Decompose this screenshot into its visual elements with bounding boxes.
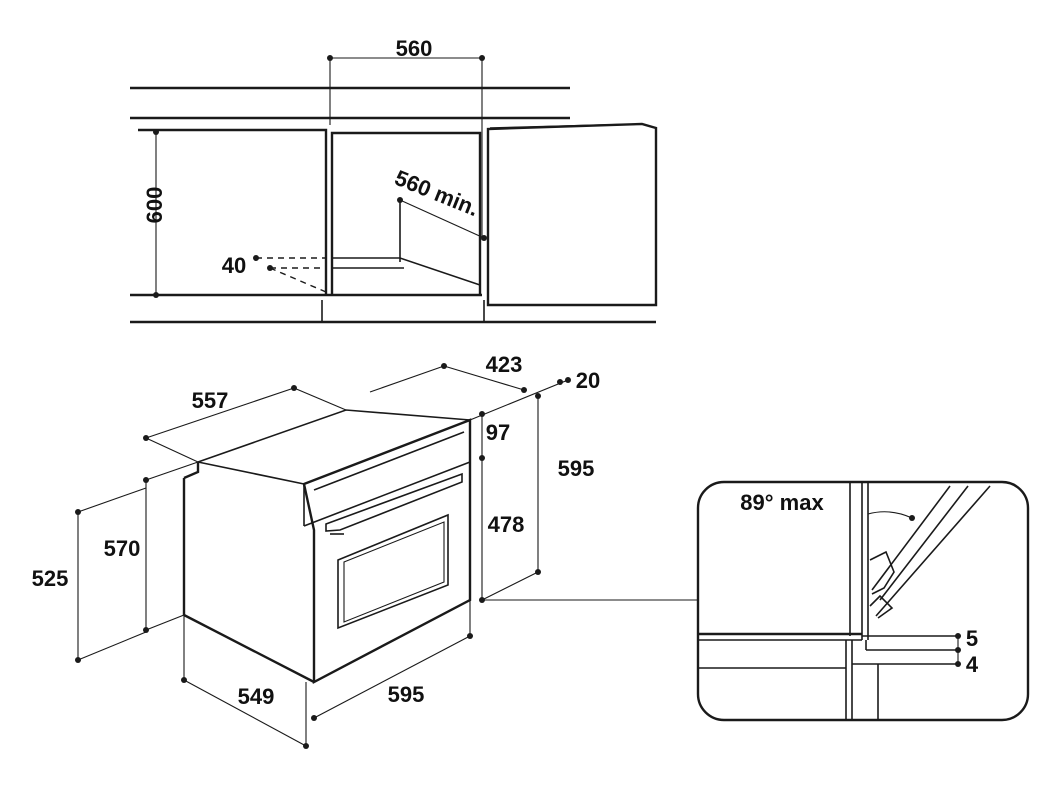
oven-top-front-edge	[197, 461, 305, 485]
dimension-line-423	[443, 365, 525, 391]
depth-549-label: 549	[238, 684, 275, 709]
dimension-dot	[291, 385, 297, 391]
dimension-dot	[481, 235, 487, 241]
oven-window	[337, 513, 449, 630]
dimension-dot	[909, 515, 915, 521]
dimension-dot	[441, 363, 447, 369]
dimension-dot	[397, 197, 403, 203]
dimension-dot	[479, 455, 485, 461]
dimension-dot	[955, 661, 961, 667]
dimension-line-595-width	[313, 635, 471, 719]
left-cabinet	[138, 128, 328, 295]
dimension-dot	[153, 129, 159, 135]
dimension-dot	[535, 569, 541, 575]
side-570-label: 570	[104, 536, 141, 561]
dimension-line-20	[469, 379, 569, 421]
door-detail-view: 89° max 5 4	[696, 480, 1030, 722]
angle-89-label: 89° max	[740, 490, 824, 515]
depth-423-label: 423	[486, 352, 523, 377]
oven-window-inner	[343, 521, 445, 623]
door-handle	[325, 472, 463, 532]
dimension-dot	[955, 647, 961, 653]
extension-line	[145, 461, 199, 481]
dimension-dot	[311, 715, 317, 721]
dimension-dot	[521, 387, 527, 393]
open-door-edge	[871, 485, 951, 591]
dimension-dot	[479, 55, 485, 61]
dimension-dot	[153, 292, 159, 298]
dimension-dot	[467, 633, 473, 639]
extension-line	[145, 614, 185, 631]
height-600-label: 600	[142, 187, 167, 224]
dimension-line-560-min	[399, 199, 485, 239]
dimension-line-549	[183, 679, 307, 747]
dimension-dot	[75, 509, 81, 515]
extension-line	[481, 571, 539, 601]
cabinet-niche-view: 560 600 560 min. 40	[130, 36, 658, 324]
dimension-dot	[253, 255, 259, 261]
extension-line	[77, 487, 147, 513]
right-cabinet	[486, 122, 658, 307]
vent-40-label: 40	[222, 253, 246, 278]
oven-bottom-left	[183, 613, 315, 684]
dimension-dot	[143, 435, 149, 441]
angle-arc	[867, 511, 913, 519]
dimension-line-557	[145, 387, 295, 439]
width-560-label: 560	[396, 36, 433, 61]
right-cabinet-edge	[489, 123, 643, 129]
gap-4-label: 4	[966, 652, 979, 677]
extension-line	[369, 365, 445, 393]
dimension-dot	[327, 55, 333, 61]
door-height-478-label: 478	[488, 512, 525, 537]
gap-5-label: 5	[966, 626, 978, 651]
depth-560-min-label: 560 min.	[391, 165, 482, 221]
dimension-dot	[955, 633, 961, 639]
dimension-dot	[143, 477, 149, 483]
vent-dashed-line	[269, 267, 327, 293]
oven-front-frame	[302, 418, 472, 684]
depth-557-label: 557	[192, 388, 229, 413]
niche-shelf	[332, 257, 481, 286]
open-door-edge	[879, 485, 969, 601]
dimension-dot	[479, 411, 485, 417]
panel-20-label: 20	[576, 368, 600, 393]
extension-line	[77, 631, 147, 661]
niche-walls	[330, 131, 482, 295]
width-595-label: 595	[388, 682, 425, 707]
dimension-dot	[557, 379, 563, 385]
dimension-dot	[565, 377, 571, 383]
control-panel-bottom	[303, 461, 471, 527]
dimension-dot	[535, 393, 541, 399]
open-door-edge	[875, 485, 991, 617]
detail-frame	[696, 480, 1030, 722]
extension-line	[145, 437, 199, 463]
dimension-dot	[143, 627, 149, 633]
hinge-shape	[869, 594, 894, 619]
dimension-dot	[303, 743, 309, 749]
panel-height-97-label: 97	[486, 420, 510, 445]
hinge-shape	[869, 550, 895, 595]
dimension-dot	[181, 677, 187, 683]
dimension-dot	[75, 657, 81, 663]
oven-isometric-view: 557 423 20 97 478 595 570	[32, 352, 698, 749]
dimension-dot	[267, 265, 273, 271]
side-525-label: 525	[32, 566, 69, 591]
control-panel-top-strip	[313, 431, 465, 491]
extension-line	[293, 387, 347, 411]
height-595-label: 595	[558, 456, 595, 481]
